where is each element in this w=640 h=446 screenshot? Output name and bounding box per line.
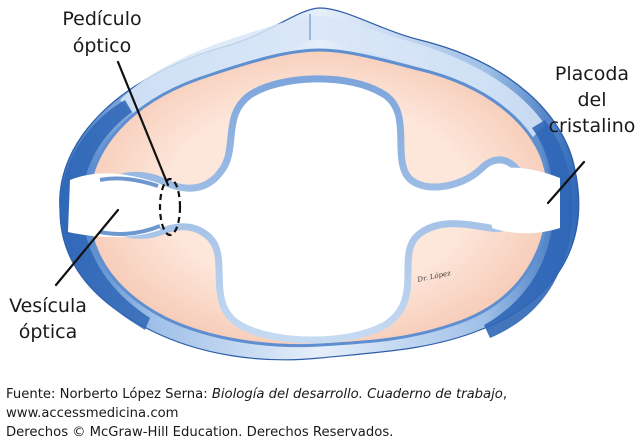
label-pediculo-optico-line1: Pedículo xyxy=(62,8,141,30)
label-vesicula-line1: Vesícula xyxy=(9,295,87,317)
leader-vesicula xyxy=(54,208,120,287)
figure-caption: Fuente: Norberto López Serna: Biología d… xyxy=(6,385,636,442)
leader-pediculo xyxy=(116,60,170,187)
optic-vesicle-diagram: Pedículo óptico Placoda del cristalino V… xyxy=(9,7,636,361)
label-placoda-line2: del xyxy=(577,89,606,111)
label-placoda-line1: Placoda xyxy=(555,63,629,85)
caption-rights: Derechos © McGraw-Hill Education. Derech… xyxy=(6,425,394,440)
leader-placoda xyxy=(546,160,586,205)
label-vesicula-line2: óptica xyxy=(19,321,78,343)
label-placoda-line3: cristalino xyxy=(549,115,636,137)
label-pediculo-optico-line2: óptico xyxy=(73,35,131,57)
neural-tube-lumen xyxy=(68,75,560,344)
optic-stalk-marker xyxy=(158,177,182,237)
caption-source-prefix: Fuente: Norberto López Serna: xyxy=(6,387,212,402)
caption-source-line1: Fuente: Norberto López Serna: Biología d… xyxy=(6,385,576,423)
caption-source-suffix: , www.accessmedicina.com xyxy=(6,387,508,421)
caption-book-title: Biología del desarrollo. Cuaderno de tra… xyxy=(211,387,503,402)
